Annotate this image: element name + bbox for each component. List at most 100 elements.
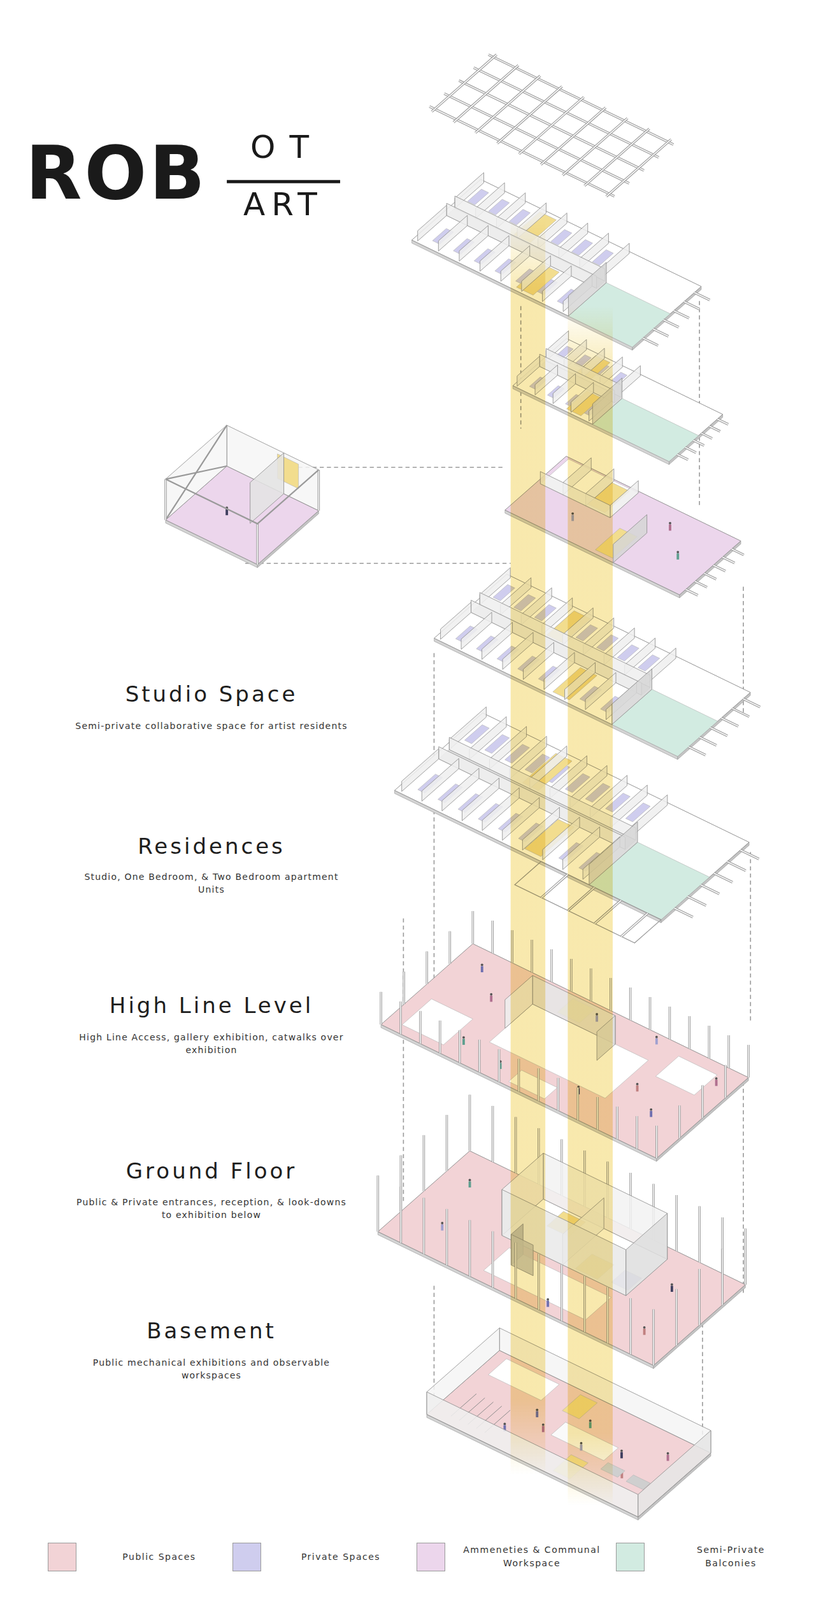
dashed-line (403, 918, 405, 1205)
person-head (620, 1450, 623, 1453)
beam-core (685, 589, 699, 596)
column-core (722, 1249, 723, 1306)
person (468, 1181, 472, 1188)
beam (431, 54, 497, 113)
beam (692, 440, 704, 446)
beam (497, 86, 563, 144)
legend-text: Private Spaces (289, 1550, 392, 1565)
beam (674, 908, 693, 918)
column-core (656, 1126, 657, 1159)
beam (685, 589, 699, 596)
column-core (652, 1309, 654, 1366)
label-slot: High Line Access, gallery exhibition, ca… (74, 1031, 349, 1057)
column (491, 1231, 495, 1288)
beam-core (713, 565, 726, 572)
person (670, 1285, 674, 1293)
beam-core (606, 139, 672, 197)
beam (713, 565, 726, 572)
wall (542, 266, 572, 302)
beam-core (431, 54, 497, 113)
beam-core (700, 885, 720, 895)
column (635, 1116, 639, 1150)
column-core (318, 470, 320, 511)
zone-fill (401, 999, 473, 1046)
beam (727, 861, 746, 871)
column (317, 470, 321, 511)
level-description: Public mechanical exhibitions and observ… (74, 1356, 349, 1383)
person-head (468, 1178, 472, 1182)
column (557, 1078, 560, 1111)
person-head (546, 1298, 550, 1302)
beam-core (663, 319, 679, 328)
beam (685, 447, 697, 453)
beam-core (710, 728, 728, 737)
beam-core (699, 737, 717, 746)
beam-core (562, 118, 628, 176)
legend-slot: Public Spaces (108, 1550, 211, 1565)
wall (165, 425, 227, 521)
beam-core (714, 873, 733, 883)
frame-edge (165, 470, 319, 525)
person-head (676, 550, 679, 554)
column-core (636, 1116, 637, 1150)
person (676, 553, 679, 560)
legend-swatch (615, 1543, 645, 1572)
column (445, 1209, 449, 1266)
column-core (472, 911, 474, 944)
vertical-core (567, 306, 613, 1506)
beam (673, 310, 690, 319)
beam-core (692, 440, 704, 446)
column (698, 1269, 701, 1326)
column (425, 951, 429, 985)
beam (562, 118, 628, 176)
beam-core (541, 874, 568, 898)
person (462, 1038, 465, 1046)
person-head (643, 1326, 646, 1330)
column (491, 1106, 495, 1163)
wall (482, 622, 513, 660)
beam-core (453, 64, 519, 123)
column-core (423, 1135, 425, 1192)
beam-core (685, 447, 697, 453)
column-core (745, 1229, 746, 1286)
column-core (492, 1231, 493, 1288)
beam-core (701, 433, 713, 439)
beam (709, 426, 721, 432)
column-core (426, 951, 428, 985)
column (698, 1206, 701, 1264)
label-slot: Residences (52, 833, 371, 860)
column-core (675, 1195, 677, 1252)
column-core (689, 1016, 690, 1050)
wall (626, 1213, 668, 1297)
label-slot: Studio Space (52, 681, 371, 707)
beam-core (743, 699, 761, 708)
legend-slot: Private Spaces (289, 1550, 392, 1565)
column (668, 1006, 672, 1040)
beam-core (731, 549, 744, 555)
column (721, 1249, 724, 1306)
beam-core (709, 426, 721, 432)
beam-core (684, 301, 700, 310)
person-head (655, 1036, 658, 1039)
column-core (469, 1220, 471, 1277)
column-core (669, 1006, 671, 1040)
column (655, 1126, 658, 1159)
level-description: Studio, One Bedroom, & Two Bedroom apart… (74, 870, 349, 897)
label-slot: Public & Private entrances, reception, &… (74, 1196, 349, 1222)
dashed-line (433, 653, 436, 996)
column-core (469, 1094, 471, 1151)
column-core (498, 1049, 500, 1083)
wall (461, 612, 492, 650)
column (560, 1264, 564, 1321)
column (708, 1026, 711, 1059)
person (636, 1085, 639, 1093)
beam (541, 874, 568, 898)
label-slot: Public mechanical exhibitions and observ… (74, 1356, 349, 1383)
beam (694, 292, 710, 300)
column-core (478, 1040, 480, 1073)
column (402, 971, 406, 1005)
beam-core (642, 338, 658, 346)
legend-text: Semi-Private Balconies (684, 1543, 778, 1571)
beam (717, 419, 729, 425)
beam (732, 708, 750, 718)
